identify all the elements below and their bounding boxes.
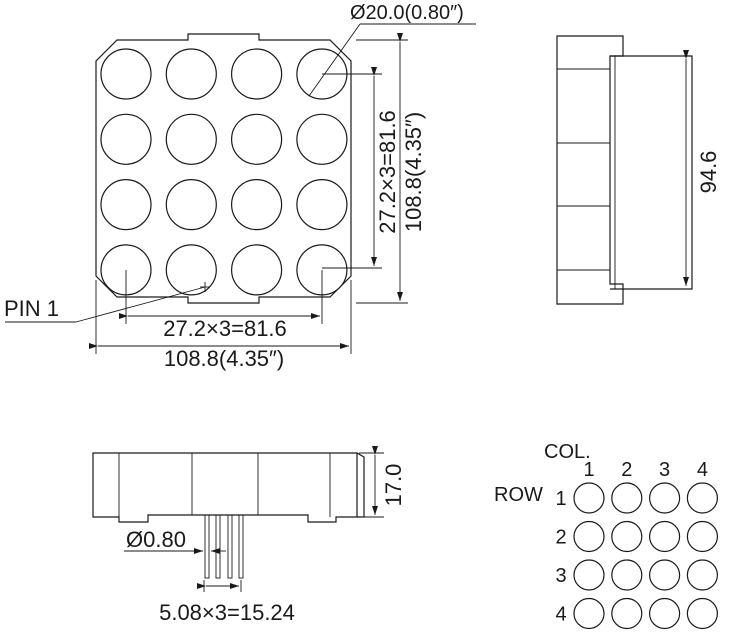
bottom-view xyxy=(92,452,365,579)
side-view xyxy=(556,35,693,305)
front-led-dot xyxy=(100,179,152,231)
diameter-label: Ø20.0(0.80″) xyxy=(350,2,464,24)
matrix-led-dot xyxy=(573,482,605,514)
front-led-dot xyxy=(231,113,283,165)
pin-matrix: COL. ROW 1 2 3 4 1 2 3 4 xyxy=(494,441,719,630)
matrix-led-dot xyxy=(648,559,681,591)
front-view-outline xyxy=(95,33,352,304)
vertical-pitch-dimension: 27.2×3=81.6 xyxy=(322,67,400,269)
matrix-led-dot xyxy=(611,482,643,514)
front-led-dot xyxy=(100,48,152,100)
matrix-col-label: 4 xyxy=(697,459,708,481)
bottom-view-body xyxy=(92,452,358,523)
pin-diameter-label: Ø0.80 xyxy=(126,527,186,552)
horizontal-pitch-dimension: 27.2×3=81.6 xyxy=(119,270,323,341)
matrix-col-label: 3 xyxy=(659,459,670,481)
matrix-led-dot xyxy=(686,482,719,514)
matrix-led-dot xyxy=(686,520,719,553)
front-led-dot xyxy=(165,179,217,231)
matrix-col-title: COL. xyxy=(544,441,591,463)
matrix-row-label: 3 xyxy=(555,565,566,587)
total-width-label: 108.8(4.35″) xyxy=(164,346,284,371)
horizontal-pitch-label: 27.2×3=81.6 xyxy=(163,316,287,341)
matrix-row-label: 4 xyxy=(555,604,566,626)
depth-label: 17.0 xyxy=(381,464,406,507)
matrix-led-dot xyxy=(648,520,681,553)
side-height-dimension: 94.6 xyxy=(683,50,721,286)
front-led-dot xyxy=(296,113,348,165)
matrix-col-labels: 1 2 3 4 xyxy=(583,459,708,481)
pin-diameter-dimension: Ø0.80 xyxy=(124,527,226,554)
connector-pins xyxy=(204,514,244,579)
total-height-dimension: 108.8(4.35″) xyxy=(356,33,426,304)
depth-dimension: 17.0 xyxy=(359,446,406,518)
matrix-led-dot xyxy=(611,520,643,553)
matrix-led-dot xyxy=(573,520,605,553)
matrix-led-dot xyxy=(611,559,643,591)
matrix-dots xyxy=(573,482,719,630)
front-led-dot xyxy=(296,179,348,231)
matrix-led-dot xyxy=(686,559,719,591)
matrix-led-dot xyxy=(611,597,643,630)
pin-pitch-dimension: 5.08×3=15.24 xyxy=(159,580,295,625)
matrix-col-label: 2 xyxy=(621,459,632,481)
side-view-body xyxy=(556,35,624,305)
matrix-led-dot xyxy=(573,559,605,591)
front-led-dot xyxy=(165,113,217,165)
pin1-label: PIN 1 xyxy=(4,296,59,321)
matrix-led-dot xyxy=(648,482,681,514)
pin-pitch-label: 5.08×3=15.24 xyxy=(159,600,295,625)
side-height-label: 94.6 xyxy=(696,151,721,194)
side-view-lens xyxy=(610,55,693,290)
matrix-row-labels: 1 2 3 4 xyxy=(555,488,566,626)
matrix-led-dot xyxy=(573,597,605,630)
matrix-col-label: 1 xyxy=(583,459,594,481)
matrix-row-label: 1 xyxy=(555,488,566,510)
matrix-led-dot xyxy=(686,597,719,630)
front-led-dot xyxy=(231,244,283,296)
front-led-dot xyxy=(165,48,217,100)
front-view xyxy=(95,33,352,304)
front-led-dot xyxy=(231,179,283,231)
front-view-dots xyxy=(100,48,348,296)
matrix-row-title: ROW xyxy=(494,484,543,506)
vertical-pitch-label: 27.2×3=81.6 xyxy=(375,110,400,234)
front-led-dot xyxy=(165,244,217,296)
pin1-callout: PIN 1 xyxy=(4,286,206,323)
total-width-dimension: 108.8(4.35″) xyxy=(89,280,352,371)
front-led-dot xyxy=(231,48,283,100)
diameter-callout: Ø20.0(0.80″) xyxy=(308,2,476,97)
front-led-dot xyxy=(100,113,152,165)
matrix-led-dot xyxy=(648,597,681,630)
matrix-row-label: 2 xyxy=(555,527,566,549)
total-height-label: 108.8(4.35″) xyxy=(401,112,426,232)
